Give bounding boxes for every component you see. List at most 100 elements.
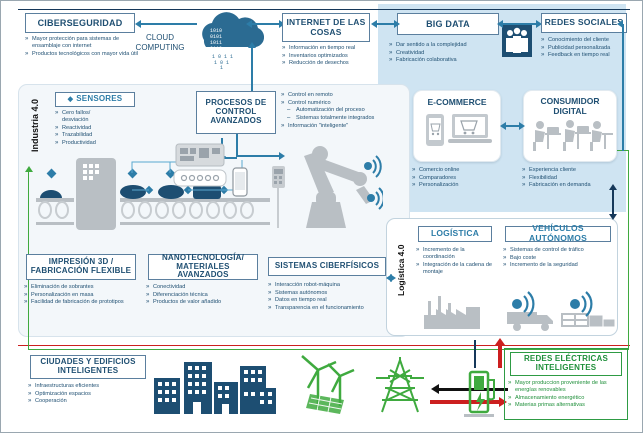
arrow-industria-logistica-tipL — [386, 274, 392, 282]
arrow-logistica-up-tip — [609, 184, 617, 190]
list-item: Inventarios optimizados — [282, 53, 376, 61]
list-item: Creatividad — [389, 50, 495, 58]
arrow-cloud-to-iot — [248, 23, 280, 25]
bottom-red-rule — [18, 345, 630, 346]
iot-title[interactable]: INTERNET DE LAS COSAS — [282, 13, 370, 42]
bigdata-bullets: Dar sentido a la complejidad Creatividad… — [389, 42, 495, 65]
arrow-procesos-to-cloud-tip — [248, 42, 256, 48]
logistica-side-label: Logística 4.0 — [396, 244, 406, 297]
list-item: Diferenciación técnica — [146, 292, 258, 300]
logistica-bullets: Incremento de la coordinación Integració… — [416, 247, 496, 277]
list-item: Control en remoto — [281, 92, 393, 100]
list-item: Transparencia en el funcionamiento — [268, 305, 390, 313]
arrow-logistica-vertical — [612, 188, 614, 216]
arrow-cloud-to-ciberseguridad — [141, 23, 197, 25]
list-item: Sistemas autónomos — [268, 290, 390, 298]
list-item: Conocimiento del cliente — [541, 37, 635, 45]
list-item: Integración de la cadena de montaje — [416, 262, 496, 276]
list-item: Interacción robot-máquina — [268, 282, 390, 290]
list-item: Fabricación colaborativa — [389, 57, 495, 65]
cloud-computing-label: CLOUD COMPUTING — [134, 33, 186, 53]
list-item: Eliminación de sobrantes — [24, 284, 140, 292]
ciudades-title[interactable]: CIUDADES Y EDIFICIOS INTELIGENTES — [30, 355, 146, 379]
list-item: Feedback en tiempo real — [541, 52, 635, 60]
arrow-logistica-down-tip — [609, 214, 617, 220]
list-item: Bajo coste — [503, 255, 613, 263]
arrow-procesos-right-tip — [279, 152, 285, 160]
bigdata-title[interactable]: BIG DATA — [397, 13, 499, 35]
svg-text:1011: 1011 — [210, 40, 222, 46]
list-item: Infraestructuras eficientes — [28, 383, 148, 391]
list-item: Información "inteligente" — [281, 123, 393, 131]
list-item: Facilidad de fabricación de prototipos — [24, 299, 140, 307]
svg-text:1 0 1 1: 1 0 1 1 — [212, 54, 233, 60]
list-item: Personalización en masa — [24, 292, 140, 300]
list-item: Cooperación — [28, 398, 148, 406]
list-item: Datos en tiempo real — [268, 297, 390, 305]
list-item: Incremento de la seguridad — [503, 262, 613, 270]
list-item: Fabricación en demanda — [522, 182, 616, 190]
iot-bullets: Información en tiempo real Inventarios o… — [282, 45, 376, 68]
svg-text:0110: 0110 — [210, 46, 222, 52]
list-item: Cero fallos/ desviación — [55, 110, 115, 124]
people-at-desks-icon — [533, 120, 613, 152]
ciberfisicos-bullets: Interacción robot-máquina Sistemas autón… — [268, 282, 390, 313]
redes-sociales-title[interactable]: REDES SOCIALES — [541, 13, 627, 33]
arrow-grid-black-tip — [431, 384, 439, 394]
consumidor-card[interactable]: CONSUMIDOR DIGITAL — [523, 90, 617, 162]
list-item: Mayor protección para sistemas de ensamb… — [25, 36, 141, 50]
city-buildings-icon — [154, 362, 276, 414]
arrow-ecommerce-consumidor-tipR — [519, 122, 525, 130]
power-tower-icon — [376, 357, 424, 413]
arrow-bottom-red-up — [498, 344, 502, 368]
list-item: Dar sentido a la complejidad — [389, 42, 495, 50]
list-item: Publicidad personalizada — [541, 45, 635, 53]
redes-electricas-frame — [504, 348, 628, 420]
green-frame-left-arrow — [25, 166, 33, 172]
svg-text:1010: 1010 — [210, 28, 222, 34]
arrow-bottom-red-up-tip — [495, 338, 505, 345]
arrow-grid-red — [430, 400, 500, 404]
redes-electricas-bullets: Mayor produccion proveniente de las ener… — [508, 380, 626, 410]
cloud-label-line2: COMPUTING — [135, 43, 185, 52]
list-item: Productos de valor añadido — [146, 299, 258, 307]
list-item: Comercio online — [412, 167, 498, 175]
vehiculos-title[interactable]: VEHÍCULOS AUTÓNOMOS — [505, 224, 611, 243]
arrow-right-loop-vertical — [622, 24, 624, 151]
ciudades-bullets: Infraestructuras eficientes Optimización… — [28, 383, 148, 406]
arrow-iot-bigdata — [374, 23, 396, 25]
ev-charger-icon — [464, 370, 495, 417]
arrow-procesos-right — [236, 155, 280, 157]
nanotecnologia-title[interactable]: NANOTECNOLOGÍA/ MATERIALES AVANZADOS — [148, 253, 258, 280]
list-item: Automatización del proceso — [281, 107, 393, 115]
redes-sociales-bullets: Conocimiento del cliente Publicidad pers… — [541, 37, 635, 60]
list-item: Incremento de la coordinación — [416, 247, 496, 261]
impresion3d-bullets: Eliminación de sobrantes Personalización… — [24, 284, 140, 307]
arrow-bigdata-redes — [500, 23, 538, 25]
arrow-ecommerce-consumidor-tipL — [500, 122, 506, 130]
ciberseguridad-title[interactable]: CIBERSEGURIDAD — [25, 13, 135, 33]
ciberfisicos-title[interactable]: SISTEMAS CIBERFÍSICOS — [268, 257, 386, 276]
redes-electricas-title[interactable]: REDES ELÉCTRICAS INTELIGENTES — [510, 352, 622, 376]
list-item: Materias primas alternativas — [508, 402, 626, 410]
arrow-industria-logistica-tipR — [390, 274, 396, 282]
procesos-title[interactable]: PROCESOS DE CONTROL AVANZADOS — [196, 91, 276, 134]
wind-turbine-icon — [301, 355, 355, 414]
ciberseguridad-bullets: Mayor protección para sistemas de ensamb… — [25, 36, 141, 59]
sensores-title-box[interactable]: ◆ SENSORES — [55, 92, 135, 107]
connected-warehouse-icon — [561, 291, 615, 327]
list-item: Control numérico — [281, 100, 393, 108]
green-frame-bottom — [28, 349, 628, 350]
consumidor-bullets: Experiencia cliente Flexibilidad Fabrica… — [522, 167, 616, 190]
list-item: Productos tecnológicos con mayor vida út… — [25, 51, 141, 59]
people-group-icon — [502, 25, 532, 57]
ecommerce-card[interactable]: E-COMMERCE — [413, 90, 501, 162]
arrow-procesos-down — [236, 134, 238, 156]
list-item: Reactividad — [55, 125, 115, 133]
arrow-ecommerce-consumidor — [503, 125, 521, 127]
logistica-title[interactable]: LOGÍSTICA — [418, 226, 492, 242]
connected-truck-icon — [507, 291, 553, 331]
list-item: Sistemas de control de tráfico — [503, 247, 613, 255]
vehiculos-bullets: Sistemas de control de tráfico Bajo cost… — [503, 247, 613, 270]
impresion3d-title[interactable]: IMPRESIÓN 3D / FABRICACIÓN FLEXIBLE — [26, 254, 136, 280]
